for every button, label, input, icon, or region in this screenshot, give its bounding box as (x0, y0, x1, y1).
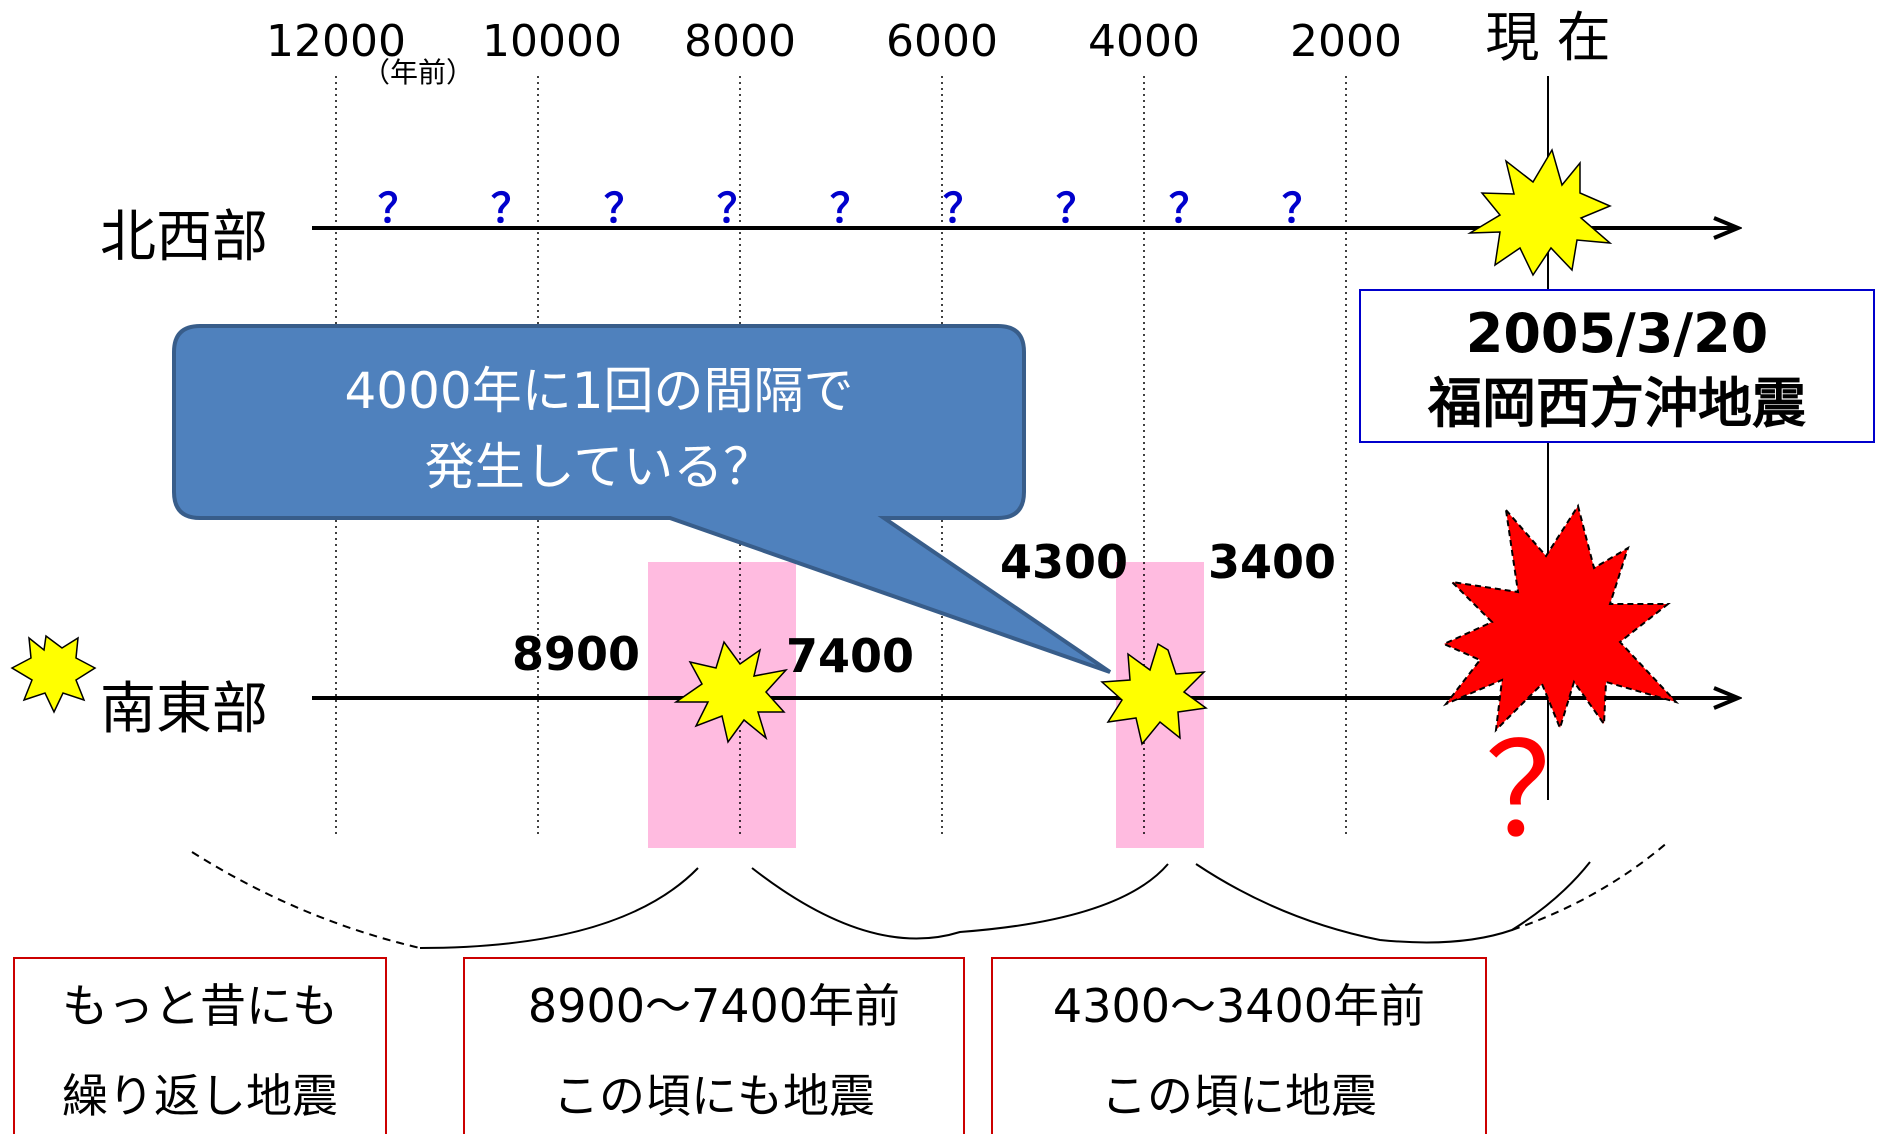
tick-label-2000: 2000 (1290, 16, 1402, 67)
unknown-mark: ？ (1282, 186, 1322, 232)
years-ago-unit-label: （年前） (362, 56, 474, 89)
brace-late (1195, 861, 1591, 944)
note-4300-3400-line-1: 4300〜3400年前 (1053, 979, 1425, 1033)
range1-start-label: 8900 (512, 627, 640, 681)
note-8900-7400-line-2: この頃にも地震 (553, 1069, 875, 1123)
event-box (1359, 289, 1875, 443)
southeast-label: 南東部 (100, 677, 268, 742)
year-tick-labels: 12000 10000 8000 6000 4000 2000 (266, 16, 1402, 67)
brace-early-right (419, 867, 699, 949)
event-date: 2005/3/20 (1466, 302, 1768, 365)
event-name: 福岡西方沖地震 (1427, 372, 1807, 435)
note-4300-3400-line-2: この頃に地震 (1101, 1069, 1377, 1123)
northwest-unknown-marks: ？ ？ ？ ？ ？ ？ ？ ？ ？ (378, 186, 1322, 232)
unknown-mark: ？ (1169, 186, 1209, 232)
note-8900-7400-line-1: 8900〜7400年前 (528, 979, 900, 1033)
note-braces (191, 841, 1669, 949)
note-box-8900-7400 (463, 957, 965, 1134)
brace-early-dashed (191, 851, 421, 949)
northwest-earthquake-burst-icon (1467, 148, 1613, 277)
note-early-line-1: もっと昔にも (62, 979, 338, 1033)
note-box-4300-3400 (991, 957, 1487, 1134)
tick-label-12000: 12000 (266, 16, 406, 67)
callout-line-1: 4000年に1回の間隔で (344, 362, 853, 420)
unknown-mark: ？ (830, 186, 870, 232)
callout-line-2: 発生している？ (425, 438, 774, 496)
note-box-early (13, 957, 387, 1134)
northwest-label: 北西部 (100, 205, 268, 270)
tick-label-6000: 6000 (886, 16, 998, 67)
range1-end-label: 7400 (786, 629, 914, 683)
unknown-mark: ？ (717, 186, 757, 232)
future-question-mark: ？ (1485, 715, 1615, 867)
present-label: 現 在 (1485, 6, 1610, 69)
tick-label-8000: 8000 (684, 16, 796, 67)
tick-label-10000: 10000 (482, 16, 622, 67)
unknown-mark: ？ (943, 186, 983, 232)
range2-end-label: 3400 (1208, 535, 1336, 589)
unknown-mark: ？ (1056, 186, 1096, 232)
unknown-mark: ？ (378, 186, 418, 232)
unknown-mark: ？ (604, 186, 644, 232)
legend-earthquake-burst-icon (10, 634, 97, 714)
brace-middle (751, 863, 1169, 940)
note-early-line-2: 繰り返し地震 (62, 1069, 338, 1123)
brace-future-dashed (1511, 841, 1669, 931)
tick-label-4000: 4000 (1088, 16, 1200, 67)
unknown-mark: ？ (491, 186, 531, 232)
callout-bubble (172, 324, 1112, 674)
southeast-earthquake-burst-4000-icon (1100, 642, 1208, 746)
range2-start-label: 4300 (1000, 535, 1128, 589)
future-earthquake-burst-icon (1441, 503, 1680, 733)
year-gridlines (335, 76, 1347, 838)
southeast-earthquake-burst-8000-icon (673, 640, 789, 744)
